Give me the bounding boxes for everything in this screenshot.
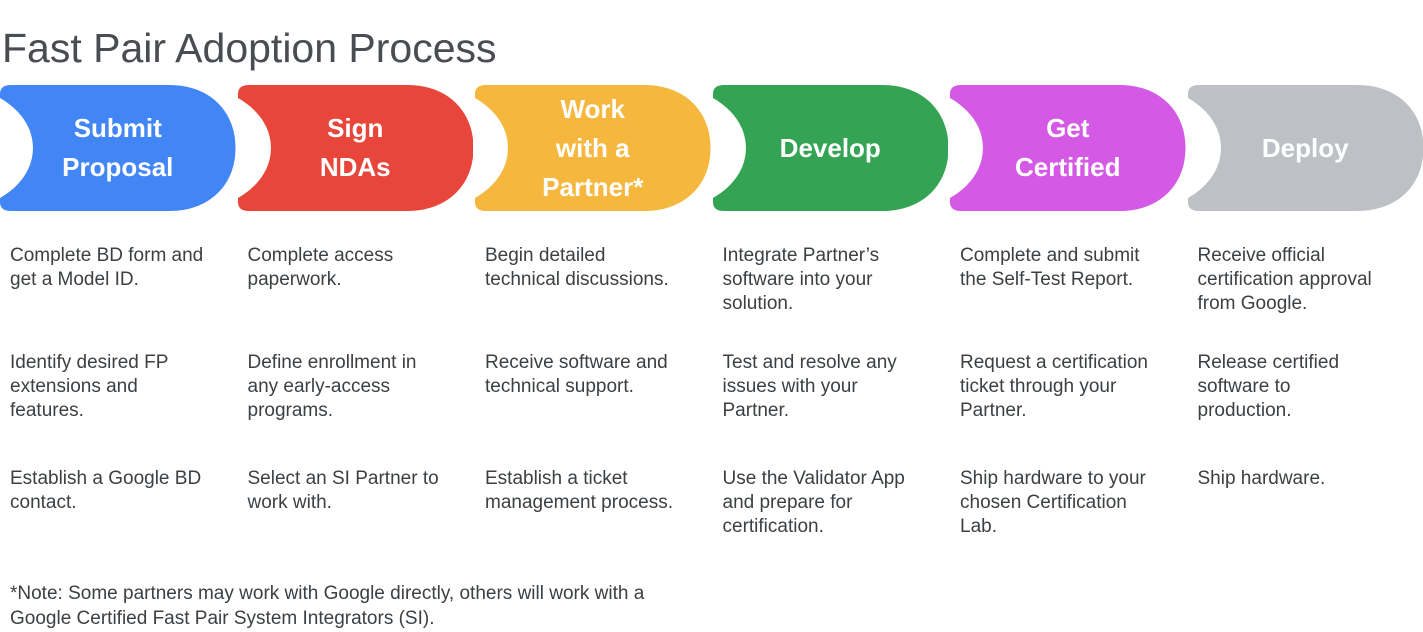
tasks-row-3: Establish a Google BD contact. Select an… [0, 467, 1423, 539]
task-text: Complete BD form and get a Model ID. [10, 245, 204, 290]
pill-shape-path [237, 85, 473, 211]
task-text: Use the Validator App and prepare for ce… [722, 468, 905, 537]
pill-shape-path [475, 85, 711, 211]
tasks-row-1: Complete BD form and get a Model ID. Com… [0, 244, 1423, 316]
task-text: Identify desired FP extensions and featu… [10, 352, 169, 421]
step-pill-get-certified: Get Certified [950, 85, 1186, 211]
task-text: Establish a Google BD contact. [10, 468, 202, 513]
pill-shape-path [712, 85, 948, 211]
step-pill-deploy: Deploy [1187, 85, 1423, 211]
task-text: Complete access paperwork. [247, 245, 394, 290]
task-text: Request a certification ticket through y… [960, 352, 1148, 421]
task-text: Begin detailed technical discussions. [485, 245, 669, 290]
task-text: Select an SI Partner to work with. [247, 468, 439, 513]
pill-shape [475, 85, 711, 211]
task-text: Receive official certification approval … [1197, 245, 1372, 314]
step-pill-sign-ndas: Sign NDAs [237, 85, 473, 211]
task-text: Define enrollment in any early-access pr… [247, 352, 417, 421]
pill-shape [237, 85, 473, 211]
task-text: Complete and submit the Self-Test Report… [960, 245, 1140, 290]
pill-shape-path [1187, 85, 1423, 211]
page-title: Fast Pair Adoption Process [2, 25, 497, 72]
footnote: *Note: Some partners may work with Googl… [10, 583, 645, 629]
pill-shape [0, 85, 236, 211]
pill-shape-path [0, 85, 236, 211]
step-pill-submit-proposal: Submit Proposal [0, 85, 236, 211]
pill-shape [712, 85, 948, 211]
step-pill-work-with-partner: Work with a Partner* [475, 85, 711, 211]
pill-shape [1187, 85, 1423, 211]
task-text: Integrate Partner’s software into your s… [722, 245, 880, 314]
task-text: Receive software and technical support. [485, 352, 668, 397]
tasks-row-2: Identify desired FP extensions and featu… [0, 351, 1423, 423]
pill-shape [950, 85, 1186, 211]
pill-shape-path [950, 85, 1186, 211]
task-text: Ship hardware. [1197, 468, 1326, 489]
step-pill-develop: Develop [712, 85, 948, 211]
task-text: Test and resolve any issues with your Pa… [722, 352, 897, 421]
task-text: Release certified software to production… [1197, 352, 1340, 421]
process-steps-row: Submit Proposal Sign NDAs Work with a Pa… [0, 85, 1423, 211]
task-text: Establish a ticket management process. [485, 468, 673, 513]
task-text: Ship hardware to your chosen Certificati… [960, 468, 1146, 537]
